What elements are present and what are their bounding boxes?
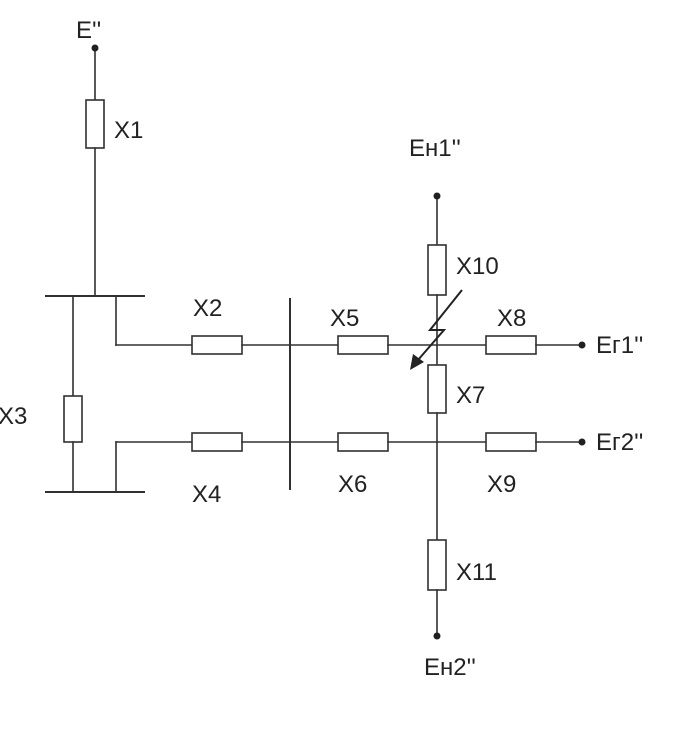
label-e: E'' [76, 17, 101, 44]
fault-arrow-icon [410, 289, 463, 370]
label-x4: X4 [192, 481, 221, 508]
label-en2: Ен2'' [424, 654, 476, 681]
label-x3: X3 [0, 403, 27, 430]
label-en1: Ен1'' [409, 135, 461, 162]
label-x5: X5 [330, 305, 359, 332]
branch-x3 [63, 295, 83, 493]
terminal-eg2 [578, 438, 586, 446]
label-eg2: Ег2'' [596, 429, 643, 456]
label-x10: X10 [456, 253, 499, 280]
branch-bottom [115, 432, 583, 493]
resistor-x11 [427, 539, 447, 591]
label-eg1: Ег1'' [596, 332, 643, 359]
resistor-x7 [427, 364, 447, 414]
resistor-x1 [85, 99, 105, 149]
branch-right [427, 195, 447, 637]
label-x2: X2 [193, 295, 222, 322]
resistor-x2 [191, 335, 243, 355]
terminal-eg1 [578, 341, 586, 349]
terminal-en2 [433, 632, 441, 640]
resistor-x10 [427, 244, 447, 296]
resistor-x5 [337, 335, 389, 355]
terminal-en1 [433, 192, 441, 200]
terminal-e [91, 44, 99, 52]
label-x8: X8 [497, 305, 526, 332]
resistor-x9 [485, 432, 537, 452]
branch-top [115, 295, 583, 355]
branch-x1 [85, 47, 105, 297]
label-x6: X6 [338, 471, 367, 498]
resistor-x6 [337, 432, 389, 452]
label-x11: X11 [456, 559, 497, 586]
resistor-x8 [485, 335, 537, 355]
label-x9: X9 [487, 471, 516, 498]
label-x1: X1 [114, 117, 143, 144]
resistor-x3 [63, 395, 83, 443]
resistor-x4 [191, 432, 243, 452]
label-x7: X7 [456, 382, 485, 409]
